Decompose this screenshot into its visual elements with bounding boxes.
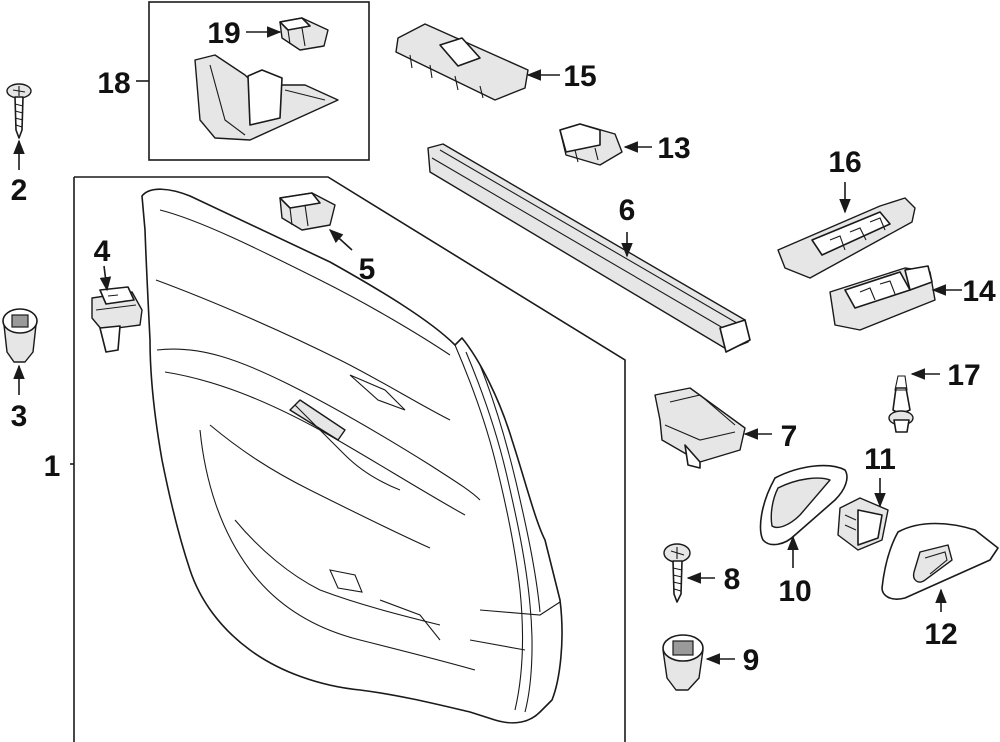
callout-11: 11 (864, 443, 896, 476)
callout-19: 19 (207, 17, 240, 50)
callout-4: 4 (94, 235, 111, 268)
clip-part-4 (91, 286, 143, 353)
clip-part-5 (279, 192, 336, 231)
switch-plate-part-15 (395, 23, 529, 101)
door-trim-panel (141, 188, 563, 724)
callout-16: 16 (828, 146, 861, 179)
callout-18: 18 (97, 67, 130, 100)
bolt-part-17 (888, 375, 914, 433)
screw-part-8 (663, 543, 691, 603)
callout-labels: 1 2 3 4 5 6 7 8 9 10 11 12 13 14 15 16 1… (11, 17, 996, 677)
bracket-part-7 (654, 387, 746, 469)
handle-bezel-part-10 (759, 464, 848, 546)
callout-9: 9 (743, 644, 760, 677)
callout-17: 17 (947, 359, 980, 392)
callout-15: 15 (563, 60, 596, 93)
switch-part-13 (559, 123, 623, 166)
clip-part-19 (279, 17, 329, 51)
callout-8: 8 (724, 563, 741, 596)
belt-weatherstrip-part-6 (427, 143, 751, 353)
callout-10: 10 (778, 575, 811, 608)
callout-12: 12 (924, 618, 957, 651)
leader-lines (13, 26, 962, 665)
grommet-part-3 (2, 308, 38, 363)
screw-part-2 (6, 83, 32, 139)
callout-13: 13 (657, 132, 690, 165)
door-panel-group-frame (73, 176, 626, 742)
callout-2: 2 (11, 174, 28, 207)
bracket-part-18 (194, 54, 339, 141)
switch-part-11 (837, 497, 889, 551)
switch-bezel-part-12 (881, 522, 999, 600)
switch-bezel-part-16 (777, 197, 916, 279)
callout-14: 14 (962, 275, 996, 308)
callout-5: 5 (359, 253, 376, 286)
window-switch-part-14 (829, 265, 936, 331)
callout-6: 6 (619, 194, 636, 227)
callout-3: 3 (11, 400, 28, 433)
callout-1: 1 (44, 450, 61, 483)
callout-7: 7 (781, 420, 798, 453)
grommet-part-9 (662, 634, 704, 691)
